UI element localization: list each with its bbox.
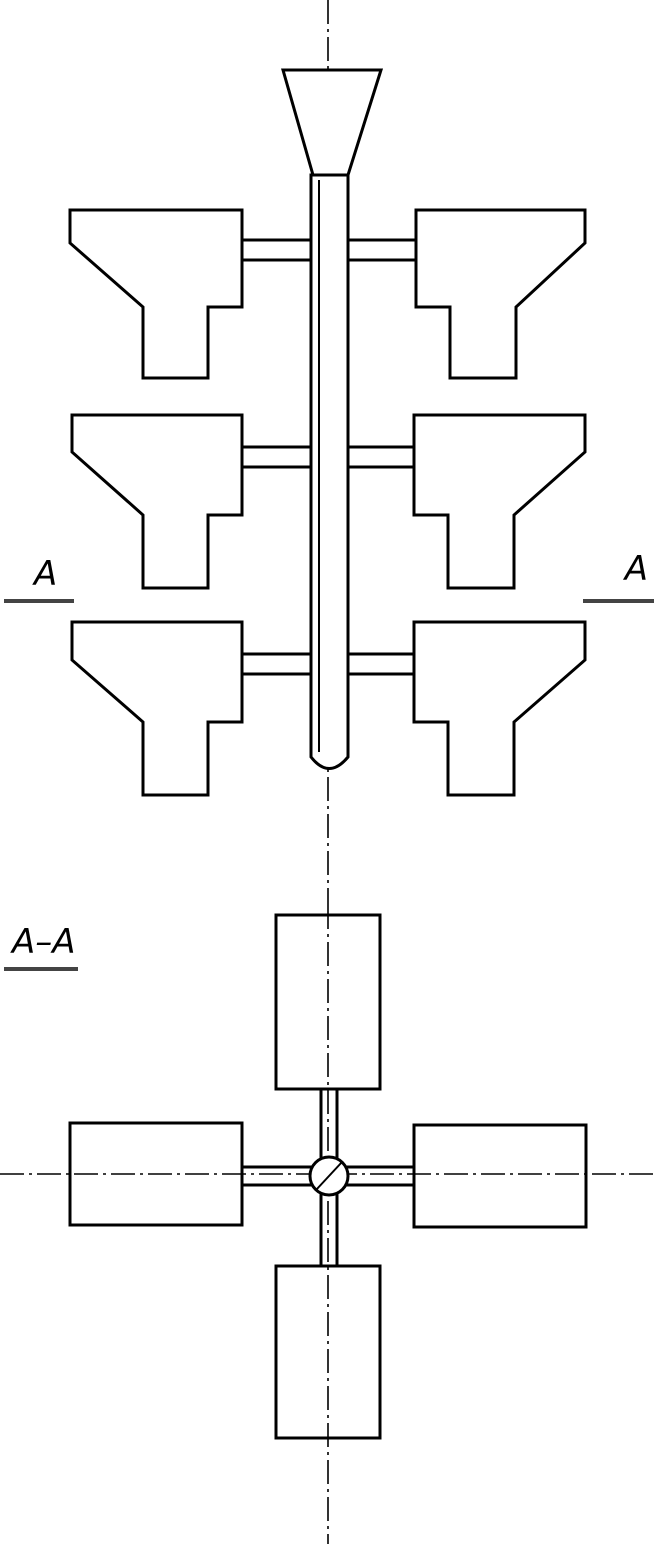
casting-pattern-middle-left [70,413,244,590]
sprue-cross-section [308,1155,350,1197]
section-mark-left: A [4,554,74,603]
section-mark-left-label: A [32,554,57,594]
sprue [309,173,350,770]
section-view-title: A–A [4,922,78,971]
casting-pattern-lower-right [412,620,587,797]
gates-upper [240,238,418,262]
section-mark-right: A [583,549,654,603]
casting-pattern-lower-left [70,620,244,797]
casting-pattern-middle-right [412,413,587,590]
gates-middle [240,445,418,469]
pouring-cup [281,68,384,177]
casting-pattern-upper-right [414,208,587,380]
section-casting-right [412,1123,588,1229]
section-mark-right-label: A [623,549,648,589]
casting-pattern-upper-left [68,208,244,380]
section-view-title-label: A–A [10,922,76,962]
